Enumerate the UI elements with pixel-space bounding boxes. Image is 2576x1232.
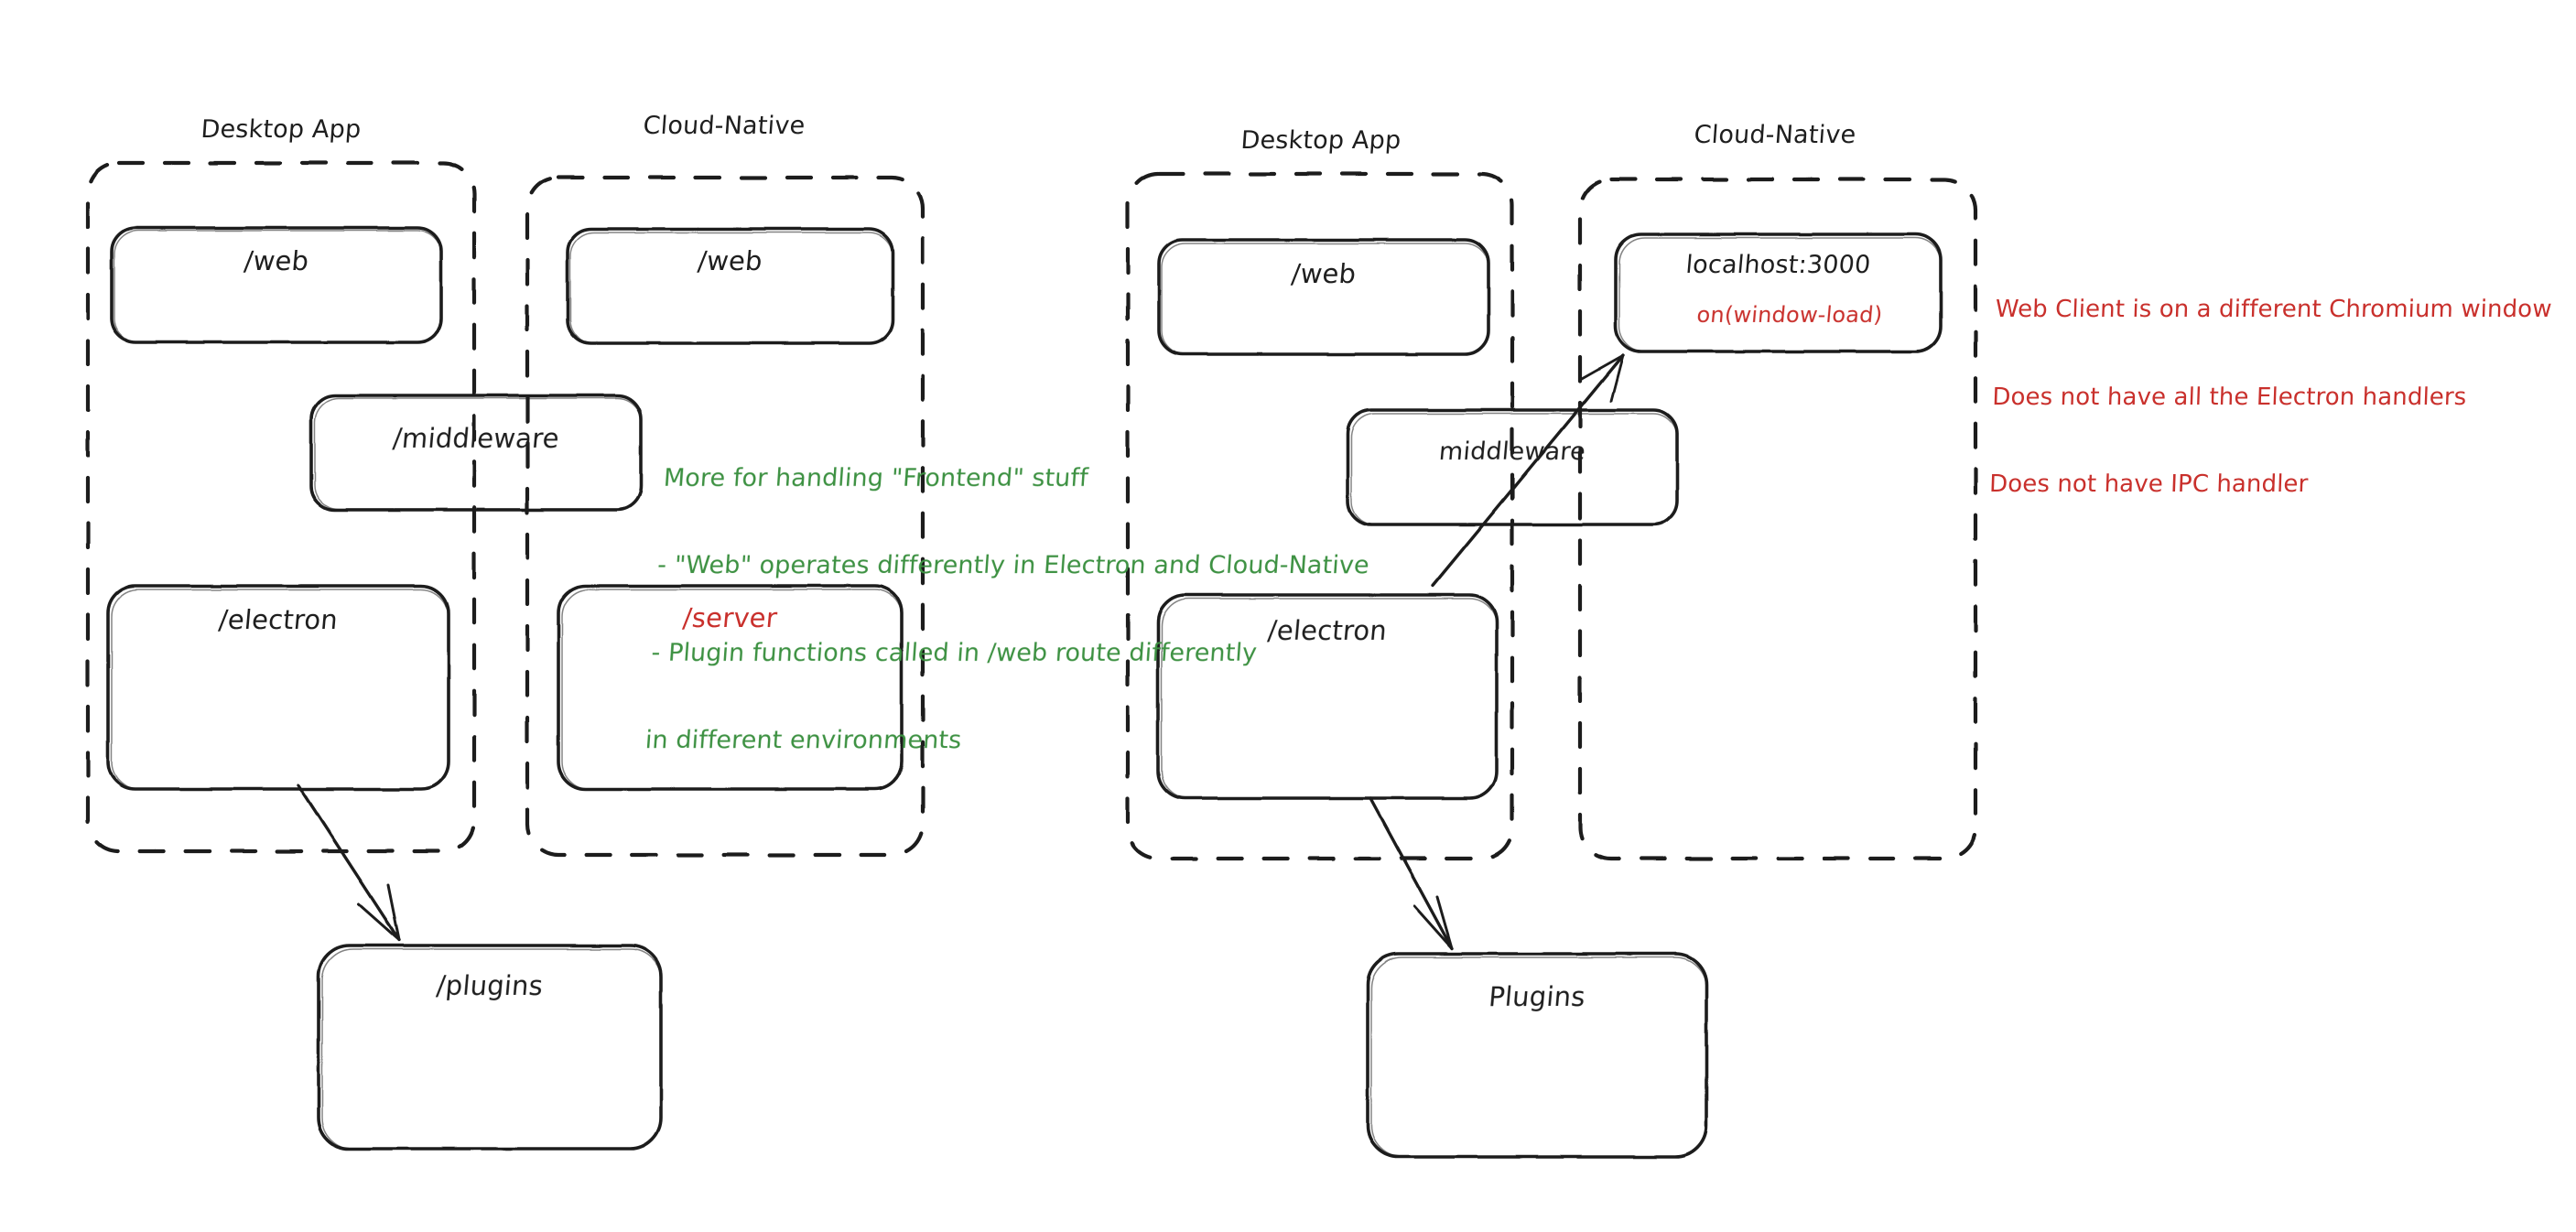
arrow-electron-to-plugins-right — [1369, 796, 1454, 950]
node-server-left[interactable] — [557, 584, 904, 791]
note-red-line-3: Does not have IPC handler — [1988, 470, 2309, 498]
note-red-line-2: Does not have all the Electron handlers — [1991, 383, 2467, 411]
note-red-line-1: Web Client is on a different Chromium wi… — [1995, 296, 2553, 324]
note-green-line-4: in different environments — [644, 726, 963, 755]
arrow-electron-to-plugins-left — [297, 784, 401, 942]
group-cloud-native-right — [1577, 177, 1978, 861]
arrow-electron-to-localhost — [1431, 353, 1625, 588]
note-green-line-1: More for handling "Frontend" stuff — [662, 463, 1089, 492]
node-web-cloud-left[interactable] — [566, 227, 894, 345]
group-desktop-app-right — [1125, 171, 1515, 861]
group-cloud-native-left — [525, 175, 925, 858]
node-web-desktop-left[interactable] — [110, 226, 443, 344]
note-web-client-red: Web Client is on a different Chromium wi… — [1987, 238, 2554, 528]
node-plugins-left[interactable] — [317, 944, 663, 1151]
node-web-desktop-right[interactable] — [1157, 238, 1490, 356]
note-green-line-2: - "Web" operates differently in Electron… — [656, 551, 1370, 580]
group-desktop-app-left — [85, 160, 477, 854]
node-middleware-right[interactable] — [1346, 408, 1679, 526]
node-middleware-left[interactable] — [309, 394, 643, 512]
node-localhost-3000[interactable] — [1614, 232, 1943, 353]
note-green-line-3: - Plugin functions called in /web route … — [650, 638, 1259, 667]
node-electron-right[interactable] — [1156, 593, 1499, 800]
node-plugins-right[interactable] — [1366, 952, 1708, 1159]
note-frontend-green: More for handling "Frontend" stuff - "We… — [643, 405, 1380, 784]
node-electron-left[interactable] — [106, 584, 450, 791]
